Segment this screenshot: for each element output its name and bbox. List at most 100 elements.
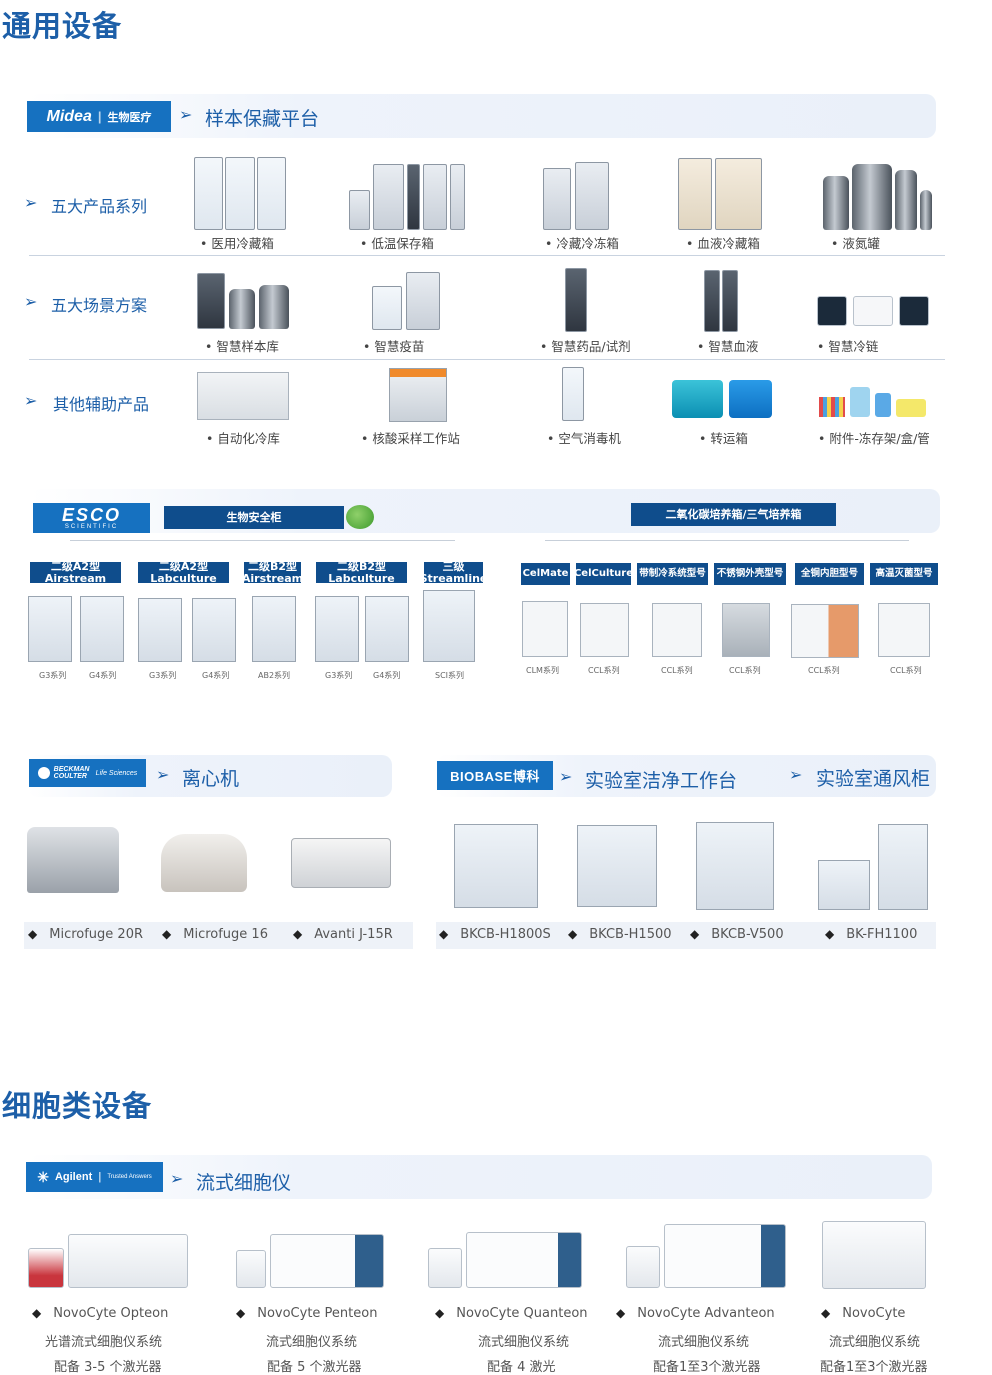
caption-novocyte-quanteon: ◆NovoCyte Quanteon: [435, 1306, 588, 1321]
caption-text: 智慧冷链: [828, 339, 879, 354]
bkcb-h1800s-image: [454, 824, 538, 908]
caption-smart-blood: • 智慧血液: [697, 339, 759, 354]
caption-smart-vaccine: • 智慧疫苗: [363, 339, 425, 354]
midea-band: [28, 94, 936, 138]
beckman-logo-text: BECKMAN COULTER: [53, 766, 90, 780]
caption-bkcb-h1800s: ◆BKCB-H1800S: [439, 927, 551, 942]
microfuge-16-image: [161, 834, 247, 892]
arrow-icon: ➢: [24, 292, 38, 311]
transport-box-image: [672, 380, 772, 418]
agilent-band: [27, 1155, 932, 1199]
biobase-band-title-clean-bench: 实验室洁净工作台: [585, 770, 738, 792]
caption-bk-fh1100: ◆BK-FH1100: [825, 927, 917, 942]
bsc-model: SCI系列: [435, 671, 465, 680]
cytometer-desc: 流式细胞仪系统: [478, 1335, 570, 1350]
smart-biobank-image: [197, 271, 292, 329]
caption-fridge-freezer: • 冷藏冷冻箱: [545, 236, 619, 251]
caption-auto-cold-room: • 自动化冷库: [206, 431, 280, 446]
arrow-icon: ➢: [179, 105, 193, 124]
caption-low-temp-freezer: • 低温保存箱: [360, 236, 434, 251]
caption-text: 自动化冷库: [217, 431, 280, 446]
beckman-caption-bar: [24, 922, 413, 949]
caption-text: BK-FH1100: [846, 927, 918, 942]
divider: [29, 359, 945, 360]
bsc-group-line2: Labculture: [150, 571, 217, 585]
incubator-model: CCL系列: [588, 666, 620, 675]
caption-text: 智慧血液: [708, 339, 759, 354]
novocyte-opteon-image: [28, 1232, 188, 1288]
caption-smart-drug: • 智慧药品/试剂: [540, 339, 631, 354]
fridge-freezer-image: [543, 161, 613, 230]
cytometer-spec: 配备1至3个激光器: [653, 1360, 761, 1375]
incubator-image: [652, 603, 702, 657]
esco-logo: ESCO SCIENTIFIC: [33, 503, 150, 533]
section-title-cell: 细胞类设备: [2, 1089, 153, 1123]
bsc-group-line1: 三级: [442, 559, 465, 573]
caption-medical-fridge: • 医用冷藏箱: [200, 236, 274, 251]
co2-incubator-header: 二氧化碳培养箱/三气培养箱: [631, 503, 836, 526]
incubator-model: CCL系列: [661, 666, 693, 675]
caption-text: 智慧疫苗: [374, 339, 425, 354]
diamond-icon: ◆: [435, 1306, 445, 1320]
bsc-group-line1: 二级B2型: [247, 559, 298, 573]
biobase-logo: BIOBASE博科: [437, 761, 553, 790]
caption-novocyte-penteon: ◆NovoCyte Penteon: [236, 1306, 377, 1321]
caption-text: 冷藏冷冻箱: [556, 236, 619, 251]
incubator-image: [580, 603, 629, 657]
caption-ln2-tank: • 液氮罐: [831, 236, 880, 251]
bsc-model: G4系列: [202, 671, 230, 680]
caption-blood-fridge: • 血液冷藏箱: [686, 236, 760, 251]
midea-logo-text: Midea: [46, 107, 92, 125]
bsc-cabinet-image: [80, 596, 124, 662]
novocyte-image: [822, 1221, 926, 1289]
liquid-nitrogen-tank-image: [823, 160, 933, 230]
novocyte-advanteon-image: [626, 1222, 786, 1288]
agilent-spark-icon: ✳: [37, 1168, 49, 1185]
incubator-image: [722, 603, 770, 657]
caption-text: 智慧药品/试剂: [551, 339, 631, 354]
bsc-group-line1: 二级A2型: [158, 559, 209, 573]
caption-bkcb-v500: ◆BKCB-V500: [690, 927, 784, 942]
caption-text: 核酸采样工作站: [372, 431, 460, 446]
microfuge-20r-image: [27, 827, 119, 893]
agilent-band-title: 流式细胞仪: [196, 1172, 292, 1194]
cytometer-spec: 配备 4 激光: [487, 1360, 556, 1375]
novocyte-penteon-image: [236, 1232, 384, 1288]
incubator-header: CelMate: [521, 563, 570, 585]
incubator-image: [522, 601, 568, 657]
caption-text: NovoCyte Opteon: [53, 1306, 169, 1321]
caption-text: BKCB-H1800S: [460, 927, 551, 942]
nucleic-acid-station-image: [389, 368, 447, 422]
incubator-model: CCL系列: [890, 666, 922, 675]
incubator-header: 带制冷系统型号: [637, 563, 708, 585]
biobase-band-title-fume-hood: 实验室通风柜: [816, 768, 931, 790]
caption-air-disinfector: • 空气消毒机: [547, 431, 621, 446]
smart-blood-image: [704, 270, 738, 332]
bk-fh1100-image: [818, 822, 936, 910]
diamond-icon: ◆: [568, 927, 578, 941]
bsc-cabinet-image: [315, 596, 359, 662]
caption-text: 液氮罐: [842, 236, 880, 251]
arrow-icon: ➢: [170, 1169, 184, 1188]
incubator-model: CCL系列: [808, 666, 840, 675]
agilent-logo-sub: Trusted Answers: [107, 1174, 152, 1180]
smart-vaccine-image: [372, 270, 444, 330]
caption-text: 转运箱: [710, 431, 748, 446]
caption-avanti-j15r: ◆Avanti J-15R: [293, 927, 393, 942]
bsc-model: AB2系列: [258, 671, 291, 680]
caption-text: Microfuge 20R: [49, 927, 143, 942]
caption-text: BKCB-H1500: [589, 927, 672, 942]
caption-transport-box: • 转运箱: [699, 431, 748, 446]
bkcb-v500-image: [696, 822, 774, 910]
midea-logo: Midea | 生物医疗: [27, 101, 171, 132]
midea-band-title: 样本保藏平台: [205, 108, 320, 130]
caption-novocyte: ◆NovoCyte: [821, 1306, 905, 1321]
novocyte-quanteon-image: [428, 1230, 582, 1288]
row-title-auxiliary: 其他辅助产品: [53, 395, 150, 414]
caption-text: 附件-冻存架/盒/管: [829, 431, 930, 446]
diamond-icon: ◆: [162, 927, 172, 941]
incubator-header: CelCulture: [574, 563, 633, 585]
bsc-cabinet-image: [423, 590, 475, 662]
